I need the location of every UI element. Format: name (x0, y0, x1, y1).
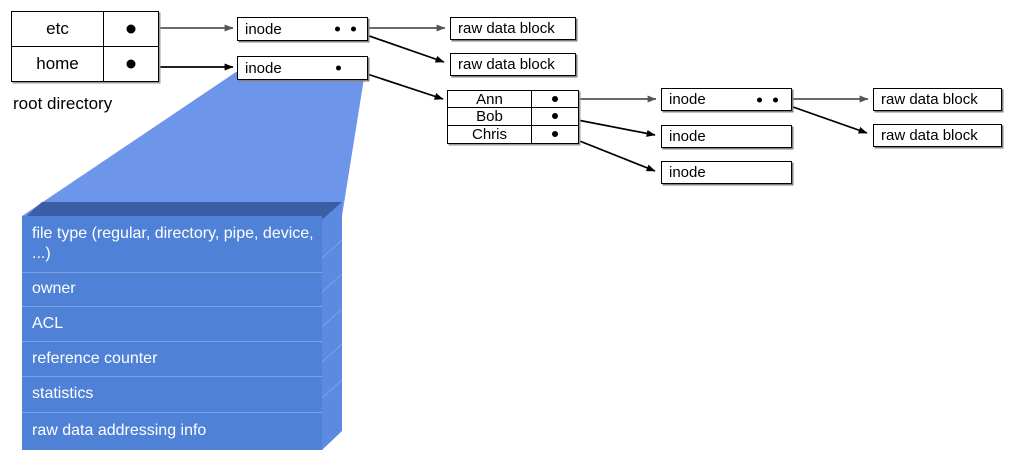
inode-label: inode (245, 20, 282, 38)
inode-box-home[interactable]: inode (237, 56, 368, 80)
inode-detail-front-face: file type (regular, directory, pipe, dev… (22, 216, 322, 450)
inode-label: inode (669, 91, 706, 108)
pointer-dot-icon (336, 65, 341, 71)
inode-box-etc[interactable]: inode (237, 17, 368, 41)
root-directory-caption: root directory (13, 94, 113, 113)
dir-entry-pointer (532, 126, 578, 143)
dir-entry-pointer (104, 12, 158, 46)
pointer-dot-icon (552, 131, 558, 138)
pointer-dot-icon (126, 24, 136, 34)
inode-box-chris[interactable]: inode (661, 161, 792, 184)
inode-detail-side-face (321, 202, 343, 450)
table-row[interactable]: Ann (448, 91, 578, 109)
raw-data-block[interactable]: raw data block (450, 53, 576, 76)
table-row[interactable]: Chris (448, 125, 578, 143)
pointer-dot-icon (773, 97, 778, 102)
dir-entry-name: home (12, 46, 104, 81)
raw-data-block-label: raw data block (458, 56, 555, 73)
root-directory-table: etc home (11, 11, 159, 82)
dir-entry-name: etc (12, 12, 104, 46)
raw-data-block-label: raw data block (881, 127, 978, 144)
home-directory-table: Ann Bob Chris (447, 90, 579, 144)
inode-detail-top-face (22, 202, 342, 220)
pointer-dot-icon (126, 59, 136, 69)
table-row[interactable]: Bob (448, 108, 578, 126)
pointer-dot-icon (335, 26, 340, 32)
dir-entry-name: Chris (448, 125, 532, 143)
dir-entry-name: Bob (448, 108, 532, 125)
inode-field-acl: ACL (22, 306, 322, 341)
inode-label: inode (669, 164, 706, 181)
pointer-dot-icon (552, 113, 558, 120)
dir-entry-pointer (532, 91, 578, 107)
pointer-dot-icon (757, 97, 762, 102)
inode-label: inode (245, 59, 282, 77)
inode-detail-box: file type (regular, directory, pipe, dev… (22, 202, 343, 450)
raw-data-block-label: raw data block (881, 91, 978, 108)
inode-field-owner: owner (22, 272, 322, 306)
raw-data-block[interactable]: raw data block (873, 124, 1002, 147)
raw-data-block[interactable]: raw data block (450, 17, 576, 40)
table-row[interactable]: etc (12, 12, 158, 47)
dir-entry-pointer (532, 108, 578, 124)
table-row[interactable]: home (12, 46, 158, 82)
pointer-dot-icon (552, 96, 558, 103)
dir-entry-pointer (104, 47, 158, 82)
raw-data-block[interactable]: raw data block (873, 88, 1002, 111)
inode-field-file-type: file type (regular, directory, pipe, dev… (32, 224, 314, 262)
inode-box-bob[interactable]: inode (661, 125, 792, 148)
dir-entry-name: Ann (448, 91, 532, 108)
raw-data-block-label: raw data block (458, 20, 555, 37)
inode-label: inode (669, 128, 706, 145)
inode-field-raw-data-addressing-info: raw data addressing info (22, 412, 322, 450)
pointer-dot-icon (351, 26, 356, 32)
inode-field-statistics: statistics (22, 376, 322, 412)
inode-box-ann[interactable]: inode (661, 88, 792, 111)
inode-field-reference-counter: reference counter (22, 341, 322, 376)
